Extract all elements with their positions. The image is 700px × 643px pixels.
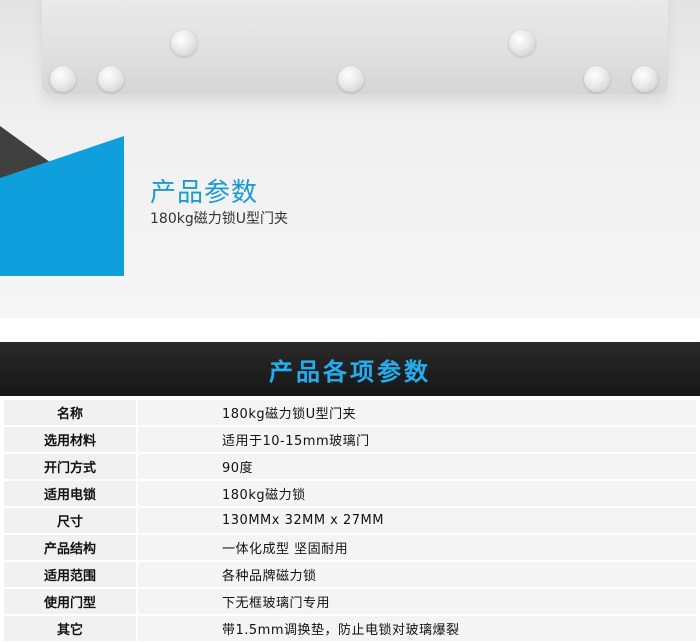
table-row: 适用电锁 180kg磁力锁 [4, 480, 696, 508]
table-row: 选用材料 适用于10-15mm玻璃门 [4, 426, 696, 454]
params-header-bar: 产品各项参数 [0, 342, 700, 396]
table-row: 尺寸 130MMx 32MM x 27MM [4, 507, 696, 535]
param-label: 名称 [4, 400, 138, 427]
param-value: 90度 [137, 453, 696, 481]
param-label: 适用电锁 [4, 480, 138, 508]
param-label: 使用门型 [4, 588, 138, 616]
param-value: 180kg磁力锁U型门夹 [137, 400, 696, 427]
banner-subtitle: 180kg磁力锁U型门夹 [150, 211, 288, 227]
screw-icon [632, 66, 658, 92]
param-value: 带1.5mm调换垫，防止电锁对玻璃爆裂 [137, 615, 696, 643]
param-value: 180kg磁力锁 [137, 480, 696, 508]
param-value: 各种品牌磁力锁 [137, 561, 696, 589]
u-clamp-plate-image [42, 0, 668, 94]
param-label: 适用范围 [4, 561, 138, 589]
param-label: 选用材料 [4, 426, 138, 454]
banner-title: 产品参数 [150, 178, 259, 208]
screw-icon [509, 30, 535, 56]
screw-icon [338, 66, 364, 92]
param-label: 开门方式 [4, 453, 138, 481]
params-table: 名称 180kg磁力锁U型门夹 选用材料 适用于10-15mm玻璃门 开门方式 … [4, 400, 696, 643]
table-row: 使用门型 下无框玻璃门专用 [4, 588, 696, 616]
params-section-title: 产品各项参数 [269, 357, 431, 386]
screw-icon [171, 30, 197, 56]
param-value: 一体化成型 坚固耐用 [137, 534, 696, 562]
param-value: 130MMx 32MM x 27MM [137, 507, 696, 535]
param-label: 产品结构 [4, 534, 138, 562]
param-label: 其它 [4, 615, 138, 643]
table-row: 开门方式 90度 [4, 453, 696, 481]
param-value: 适用于10-15mm玻璃门 [137, 426, 696, 454]
table-row: 适用范围 各种品牌磁力锁 [4, 561, 696, 589]
param-value: 下无框玻璃门专用 [137, 588, 696, 616]
table-row: 产品结构 一体化成型 坚固耐用 [4, 534, 696, 562]
param-label: 尺寸 [4, 507, 138, 535]
table-row: 名称 180kg磁力锁U型门夹 [4, 400, 696, 427]
table-row: 其它 带1.5mm调换垫，防止电锁对玻璃爆裂 [4, 615, 696, 643]
screw-icon [50, 66, 76, 92]
product-banner: 产品参数 180kg磁力锁U型门夹 [0, 0, 700, 318]
screw-icon [584, 66, 610, 92]
screw-icon [98, 66, 124, 92]
